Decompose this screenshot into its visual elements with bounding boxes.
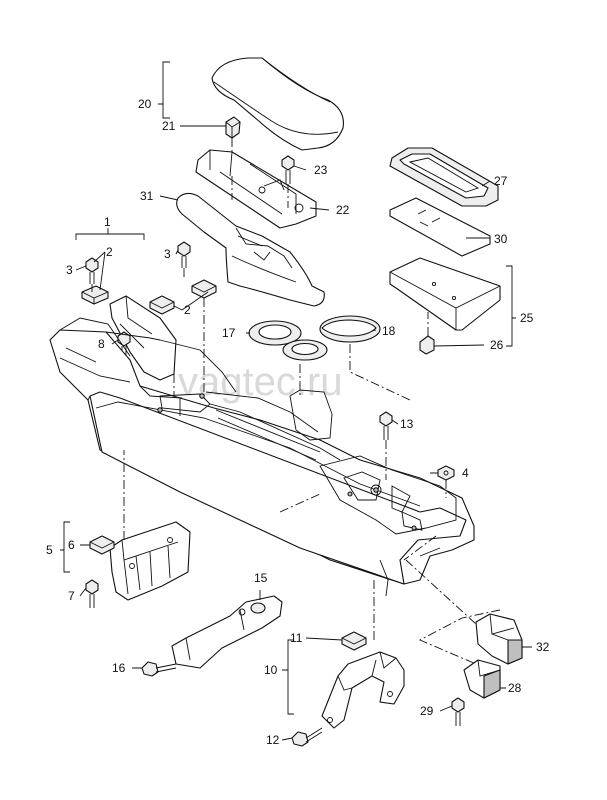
- clip-nut-part-11: [341, 631, 367, 651]
- bracket-line-20: [158, 61, 170, 119]
- bracket-part-5: [109, 521, 191, 601]
- callout-22: 22: [336, 203, 350, 217]
- clip-nut-part-2-right-a: [149, 295, 175, 315]
- bolt-part-29: [451, 697, 465, 726]
- callout-23: 23: [314, 163, 328, 177]
- bolt-part-3-right: [177, 241, 191, 268]
- callout-15: 15: [254, 571, 268, 585]
- callout-31: 31: [140, 189, 154, 203]
- tray-part-25: [389, 257, 501, 331]
- leader-lines: [75, 125, 532, 741]
- bolt-part-13: [379, 411, 393, 440]
- bracket-line-5: [60, 521, 70, 573]
- armrest-part-20: [211, 57, 344, 151]
- clip-part-26: [419, 335, 435, 355]
- callout-30: 30: [494, 232, 508, 246]
- callout-7: 7: [68, 589, 75, 603]
- mat-part-30: [389, 197, 491, 257]
- ring-part-18: [319, 315, 381, 343]
- callout-3-right: 3: [164, 247, 171, 261]
- callout-8: 8: [98, 337, 105, 351]
- bracket-part-15: [171, 595, 283, 669]
- callout-10: 10: [264, 663, 278, 677]
- callout-6: 6: [68, 538, 75, 552]
- callout-21: 21: [162, 119, 176, 133]
- callout-28: 28: [508, 681, 522, 695]
- callout-2-right: 2: [184, 303, 191, 317]
- callout-labels: 1 2 2 3 3 4 5 6 7 8 10 11 12 13 15 16 17…: [46, 97, 550, 747]
- bracket-line-25: [506, 265, 516, 347]
- bracket-part-22: [195, 149, 317, 229]
- callout-2-left: 2: [106, 245, 113, 259]
- console-dash-line-top: [173, 176, 233, 396]
- console-dash-line-bottom: [279, 493, 437, 561]
- callout-4: 4: [462, 466, 469, 480]
- ring-part-17: [248, 320, 328, 361]
- bolt-3-dash-line: [91, 268, 185, 292]
- bolt-part-23: [281, 155, 295, 184]
- bracket-part-10: [321, 651, 405, 729]
- bolt-part-16: [141, 661, 177, 677]
- clip-part-21: [225, 116, 241, 139]
- module-part-32: [475, 613, 523, 665]
- callout-29: 29: [420, 704, 434, 718]
- clip-nut-part-2-right-b: [191, 279, 217, 299]
- bolt-part-3-left: [85, 257, 99, 284]
- callout-32: 32: [536, 640, 550, 654]
- console-part-main: [49, 317, 475, 597]
- callout-17: 17: [222, 326, 236, 340]
- rings-dash-line: [299, 344, 411, 401]
- callout-18: 18: [382, 324, 396, 338]
- callout-3-left: 3: [66, 263, 73, 277]
- clip-nut-part-6: [89, 535, 115, 555]
- callout-13: 13: [400, 417, 414, 431]
- bracket-line-1: [75, 228, 145, 240]
- callout-16: 16: [112, 661, 126, 675]
- clip-nut-part-2-left: [81, 285, 109, 305]
- bolt-part-7: [85, 579, 99, 608]
- callout-1: 1: [104, 215, 111, 229]
- callout-26: 26: [490, 338, 504, 352]
- callout-27: 27: [494, 174, 508, 188]
- bolt-part-12: [291, 727, 323, 747]
- seal-part-27: [389, 147, 499, 207]
- bracket-part-28: [463, 659, 501, 699]
- module-dash-line: [405, 559, 501, 665]
- boot-part-31: [176, 192, 325, 307]
- callout-11: 11: [290, 631, 303, 645]
- callout-12: 12: [266, 733, 280, 747]
- callout-25: 25: [520, 311, 534, 325]
- callout-20: 20: [138, 97, 152, 111]
- watermark-text: vagtec.ru: [178, 360, 343, 404]
- callout-5: 5: [46, 543, 53, 557]
- bracket-line-10: [282, 639, 294, 715]
- nut-part-4: [437, 465, 455, 481]
